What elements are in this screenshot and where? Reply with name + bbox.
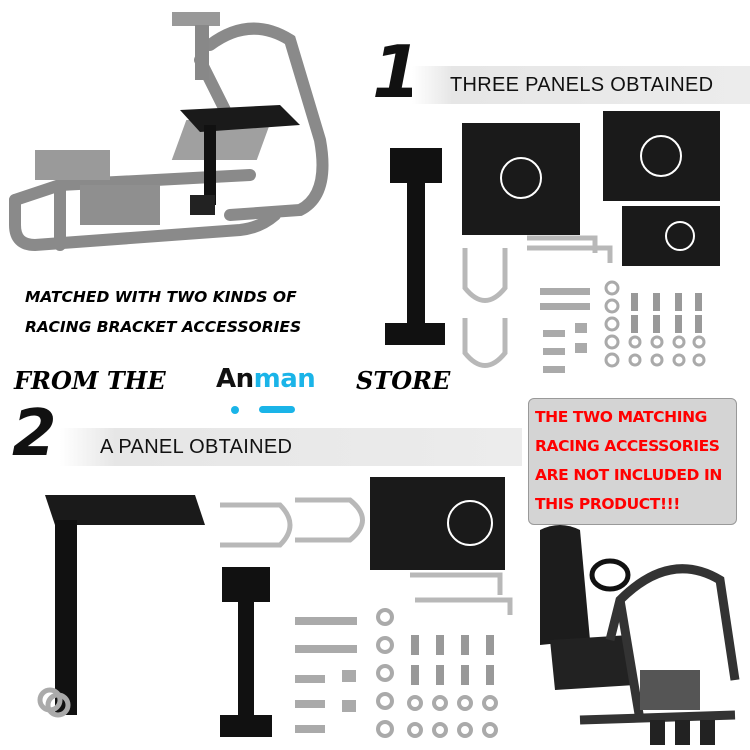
warning-line: RACING ACCESSORIES [535,437,720,455]
matched-text-line-1: MATCHED WITH TWO KINDS OF [25,288,297,306]
warning-line: THE TWO MATCHING [535,408,707,426]
logo-part-2: man [253,364,316,394]
store-text: STORE [356,366,451,395]
logo-dash [259,406,295,413]
racing-frame-image [9,12,329,252]
section-2-parts-image [37,477,513,738]
racing-seat-photo [540,525,740,745]
matched-text-line-2: RACING BRACKET ACCESSORIES [25,318,302,336]
warning-line: ARE NOT INCLUDED IN [535,466,722,484]
section-2-banner-text: A PANEL OBTAINED [100,435,293,458]
section-1-banner-text: THREE PANELS OBTAINED [450,73,714,96]
section-1-banner: THREE PANELS OBTAINED [412,66,750,104]
section-2-banner: A PANEL OBTAINED [60,428,522,466]
logo-part-1: An [216,364,254,394]
from-the-text: FROM THE [14,366,166,395]
warning-box: THE TWO MATCHING RACING ACCESSORIES ARE … [528,398,737,525]
anman-logo: Anman [216,364,316,394]
section-1-parts-image [385,111,720,373]
logo-dot [231,406,239,414]
section-2-number: 2 [12,397,57,471]
warning-line: THIS PRODUCT!!! [535,495,680,513]
